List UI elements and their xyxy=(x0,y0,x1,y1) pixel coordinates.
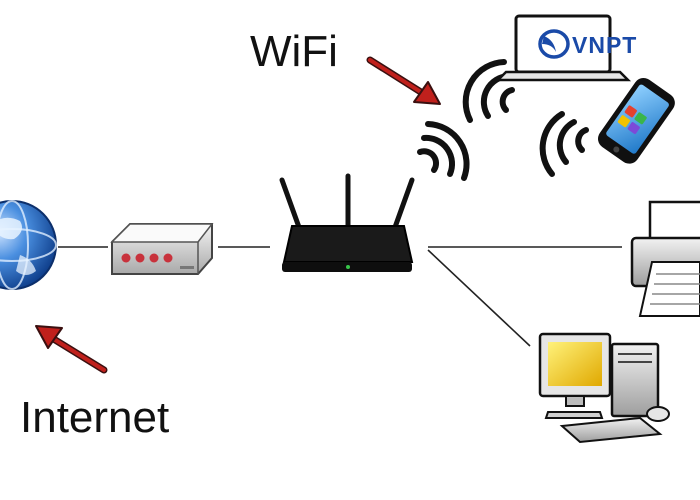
internet-arrow xyxy=(35,325,108,374)
modem-icon xyxy=(110,223,214,275)
vnpt-logo-text: VNPT xyxy=(572,32,637,58)
laptop-icon xyxy=(494,14,632,82)
wifi-signal-icon xyxy=(417,121,470,181)
wifi-label: WiFi xyxy=(250,27,338,76)
internet-label: Internet xyxy=(20,393,169,442)
modem-light-2 xyxy=(135,253,145,263)
wifi-signal-icon xyxy=(462,59,515,123)
wifi-signal-icon xyxy=(539,111,589,177)
router-icon xyxy=(279,173,415,272)
modem-light-4 xyxy=(163,253,173,263)
modem-light-3 xyxy=(149,253,159,263)
desktop-computer-icon xyxy=(538,332,670,444)
printer-icon xyxy=(630,200,700,317)
smartphone-icon xyxy=(597,77,675,164)
wifi-arrow xyxy=(366,56,441,105)
modem-light-1 xyxy=(121,253,131,263)
globe-icon xyxy=(0,200,57,290)
link-router-desktop xyxy=(427,249,531,347)
vnpt-logo: VNPT xyxy=(538,29,637,59)
connection-lines xyxy=(58,246,622,347)
